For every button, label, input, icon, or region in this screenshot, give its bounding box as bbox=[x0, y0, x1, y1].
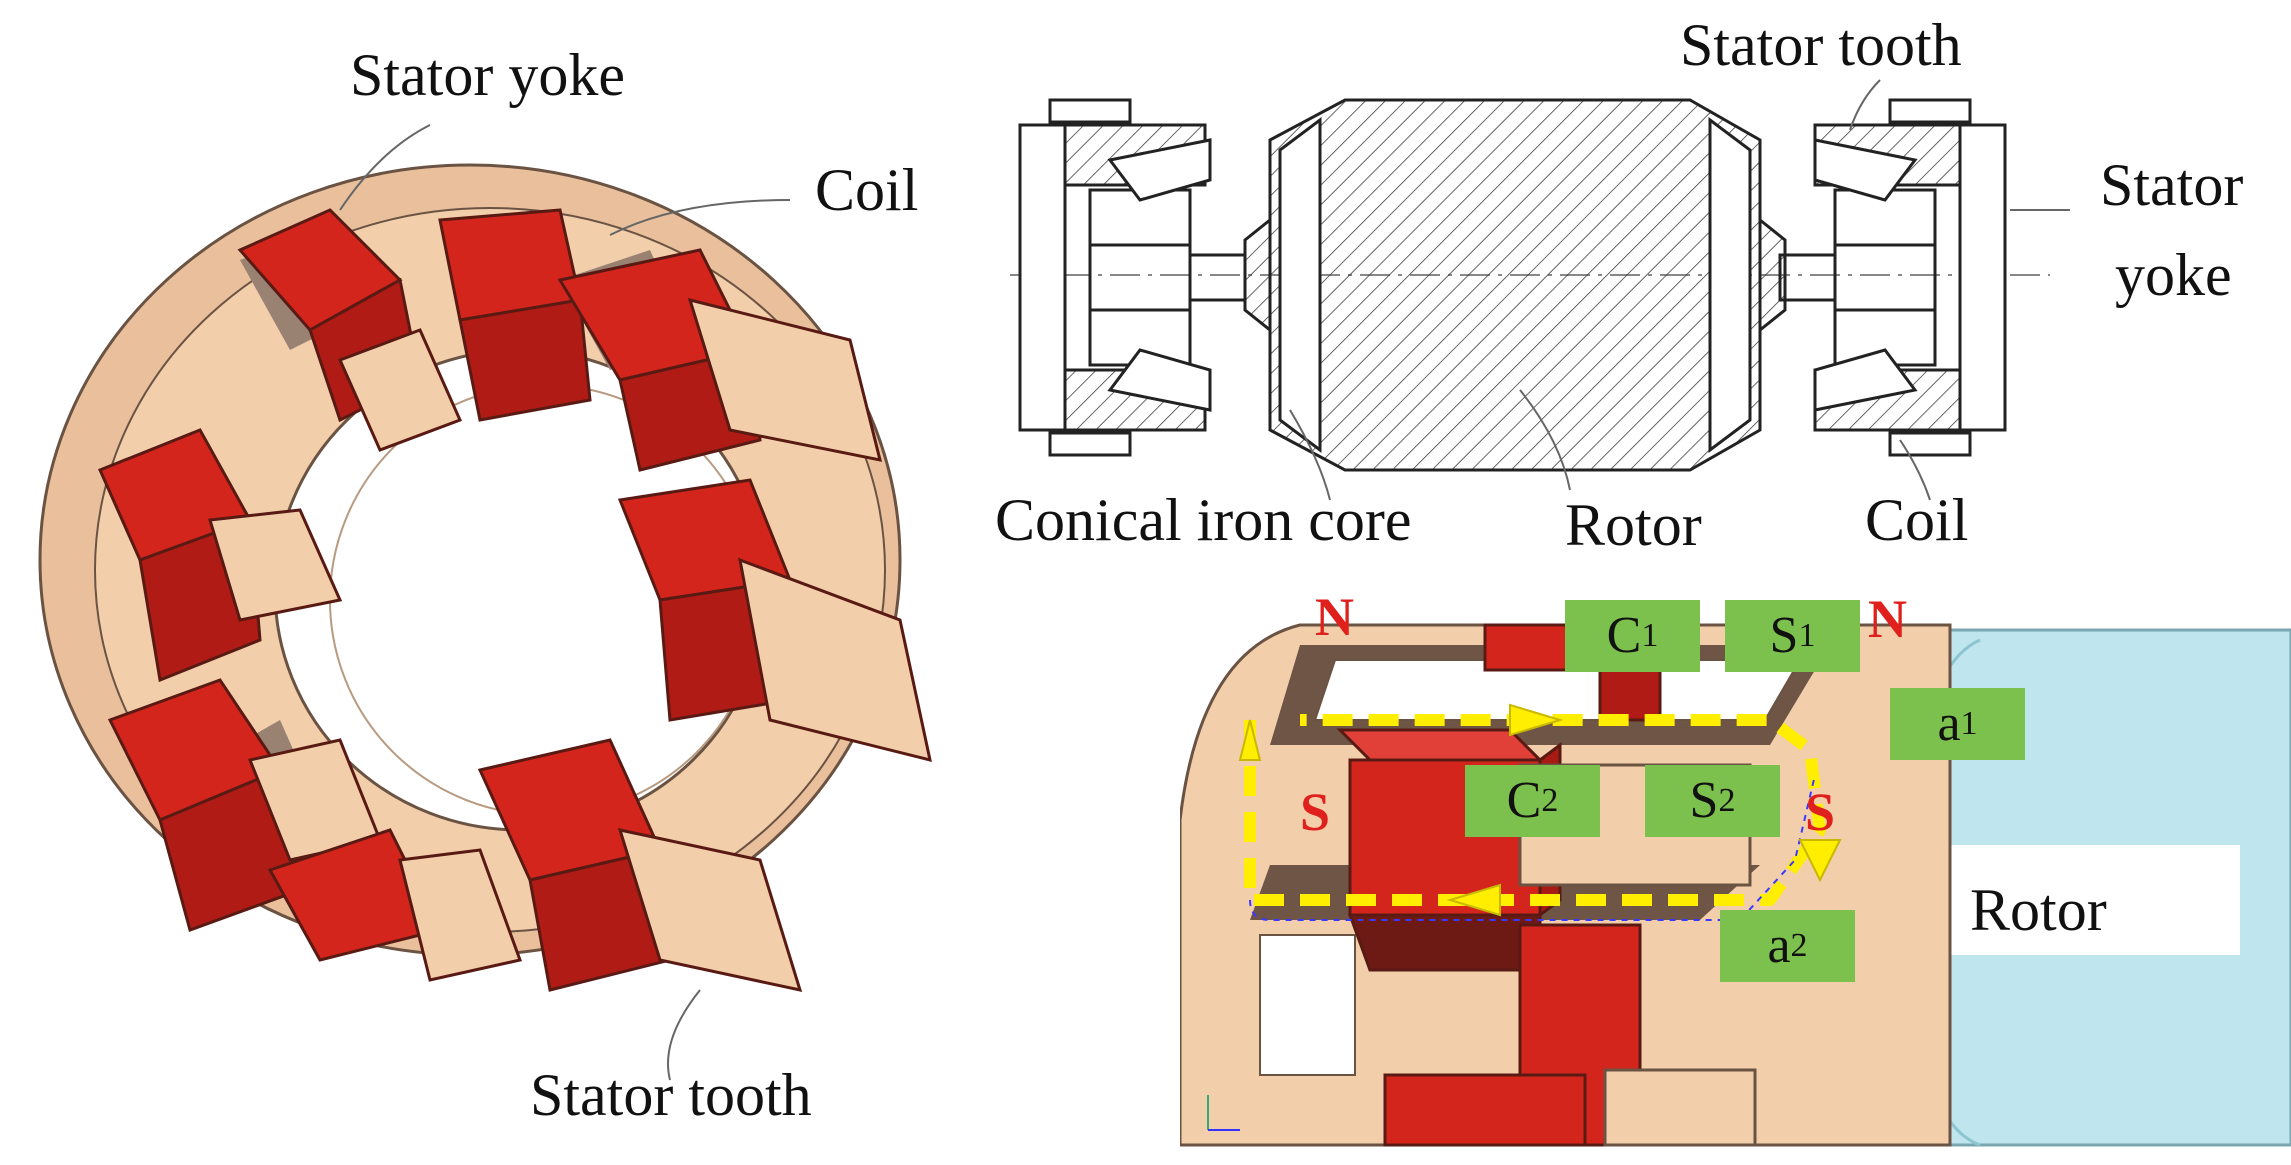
label-coil: Coil bbox=[815, 157, 919, 223]
flux-arrow bbox=[1509, 703, 1564, 737]
label-rotor-section: Rotor bbox=[1565, 492, 1702, 558]
label-stator-yoke: Stator yoke bbox=[350, 42, 625, 108]
stator-3d-view: Stator yoke Coil Stator tooth bbox=[0, 0, 990, 1165]
label-stator-tooth: Stator tooth bbox=[530, 1062, 812, 1128]
flux-arrow bbox=[1238, 719, 1262, 761]
pole-n-right: N bbox=[1868, 589, 1907, 649]
leader-line bbox=[339, 124, 431, 211]
flux-arrow bbox=[1798, 839, 1842, 883]
rotor-label-box bbox=[1910, 845, 2240, 955]
stator-3d-drawing bbox=[38, 124, 932, 1081]
label-stator: Stator bbox=[2100, 152, 2244, 218]
cross-section-drawing bbox=[1010, 79, 2070, 501]
pole-s-right: S bbox=[1805, 782, 1836, 842]
flux-loop bbox=[1244, 714, 1826, 906]
cross-section-view: Stator tooth Stator yoke Conical iron co… bbox=[990, 15, 2290, 580]
label-yoke: yoke bbox=[2115, 242, 2232, 308]
label-rotor-flux: Rotor bbox=[1970, 877, 2107, 943]
flux-arrow bbox=[1446, 883, 1501, 917]
label-coil-section: Coil bbox=[1865, 487, 1969, 553]
flux-path-drawing bbox=[1180, 623, 2291, 1147]
label-conical-iron-core: Conical iron core bbox=[995, 487, 1412, 553]
leader-line bbox=[667, 989, 701, 1081]
leader-line bbox=[609, 199, 791, 236]
pole-s-left: S bbox=[1300, 782, 1331, 842]
label-stator-tooth-section: Stator tooth bbox=[1680, 12, 1962, 78]
pole-n-left: N bbox=[1315, 587, 1354, 647]
